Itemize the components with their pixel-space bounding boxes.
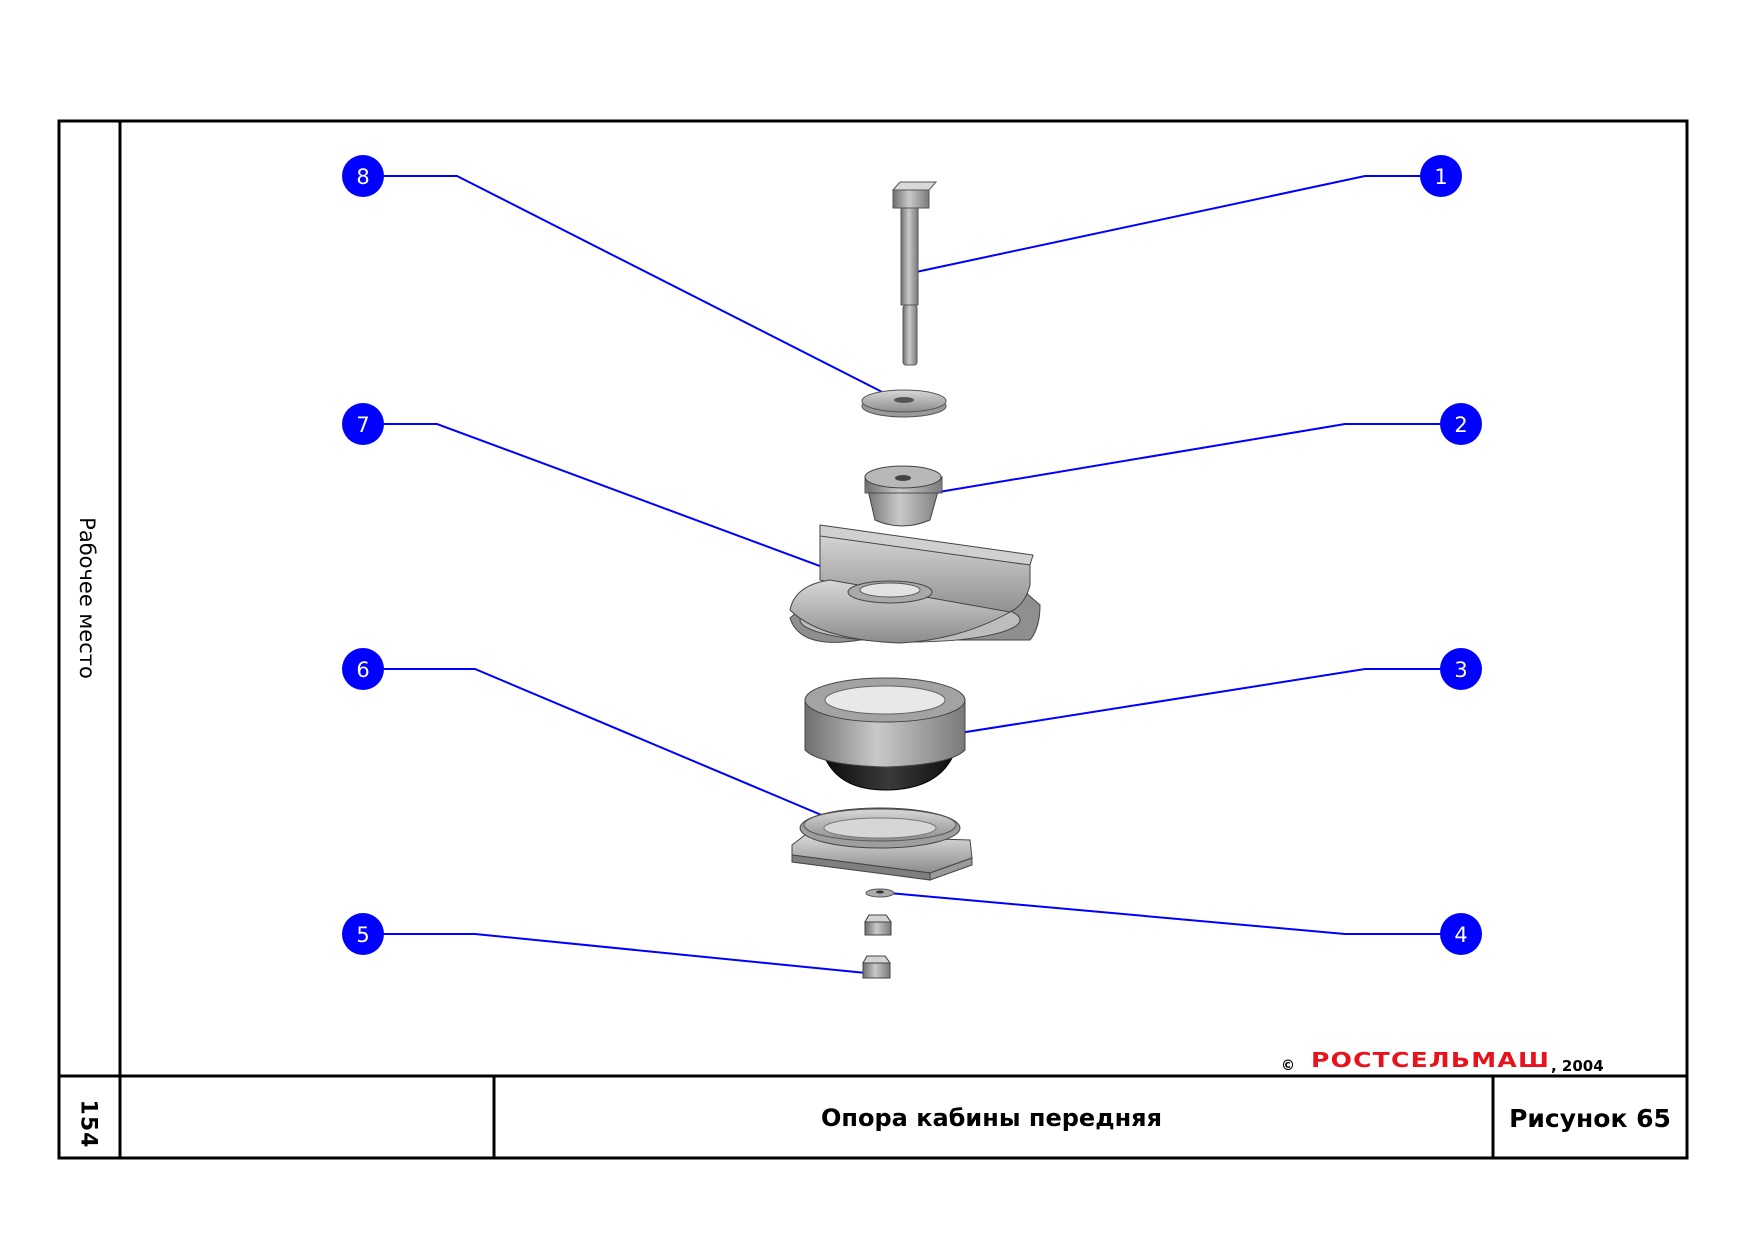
callouts: 1 2 3 4 5 6 7 8 <box>342 155 1482 955</box>
svg-text:1: 1 <box>1434 165 1447 189</box>
leader-lines <box>363 175 1461 975</box>
upper-rubber-bushing <box>864 465 943 527</box>
nut-upper <box>864 914 892 936</box>
callout-4: 4 <box>1440 913 1482 955</box>
leader-8 <box>363 175 899 401</box>
callout-5: 5 <box>342 913 384 955</box>
callout-6: 6 <box>342 648 384 690</box>
svg-text:5: 5 <box>356 923 369 947</box>
nut <box>862 955 891 979</box>
drawing-title: Опора кабины передняя <box>820 1104 1162 1132</box>
svg-text:4: 4 <box>1454 923 1467 947</box>
side-label-workplace: Рабочее место <box>75 517 99 679</box>
brand-logo: РОСТСЕЛЬМАШ <box>1311 1048 1551 1072</box>
leader-6 <box>363 668 877 839</box>
washer <box>865 888 895 898</box>
svg-text:2: 2 <box>1454 413 1467 437</box>
svg-text:7: 7 <box>356 413 369 437</box>
copyright-icon: © <box>1281 1058 1295 1074</box>
copyright-block: © РОСТСЕЛЬМАШ , 2004 <box>1281 1048 1604 1075</box>
svg-text:3: 3 <box>1454 658 1467 682</box>
copyright-year: , 2004 <box>1551 1057 1604 1075</box>
figure-label: Рисунок 65 <box>1509 1103 1671 1133</box>
page-number: 154 <box>75 1099 101 1149</box>
base-plate-with-cup <box>791 807 973 881</box>
leader-2 <box>902 423 1461 499</box>
callout-3: 3 <box>1440 648 1482 690</box>
main-rubber-mount <box>804 677 966 791</box>
callout-7: 7 <box>342 403 384 445</box>
callout-8: 8 <box>342 155 384 197</box>
cab-bracket <box>789 524 1041 644</box>
leader-1 <box>915 175 1441 273</box>
bolt <box>891 181 938 366</box>
callout-1: 1 <box>1420 155 1462 197</box>
leader-3 <box>889 668 1461 745</box>
callout-2: 2 <box>1440 403 1482 445</box>
leader-4 <box>888 892 1461 935</box>
svg-text:6: 6 <box>356 658 369 682</box>
svg-text:8: 8 <box>356 165 369 189</box>
sheet-frame <box>57 119 1689 1160</box>
leader-5 <box>363 933 877 975</box>
leader-7 <box>363 423 899 596</box>
top-washer <box>861 389 947 418</box>
